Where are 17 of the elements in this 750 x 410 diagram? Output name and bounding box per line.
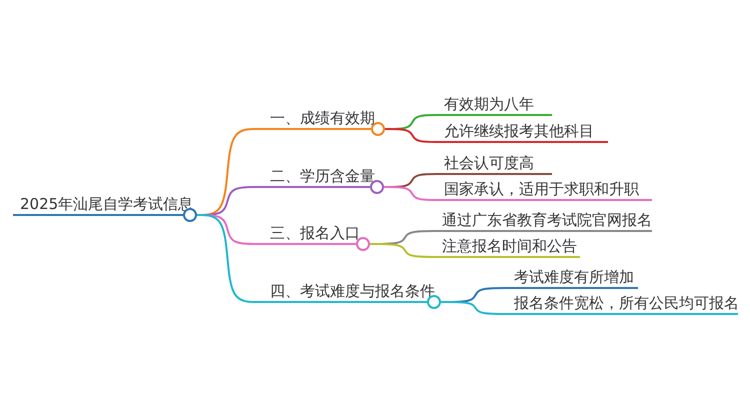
topic-label: 国家承认，适用于求职和升职 (444, 180, 639, 198)
topic-label: 四、考试难度与报名条件 (270, 282, 435, 300)
branch-line (370, 243, 440, 258)
topic-label: 考试难度有所增加 (514, 268, 634, 286)
topic-label: 注意报名时间和公告 (442, 237, 577, 255)
topic-label: 通过广东省教育考试院官网报名 (442, 211, 652, 229)
topic-label: 二、学历含金量 (270, 167, 375, 185)
topic-label: 允许继续报考其他科目 (444, 122, 594, 140)
branch-line (197, 214, 258, 303)
branch-line (384, 186, 440, 201)
topic-label: 有效期为八年 (444, 95, 534, 113)
topic-label: 一、成绩有效期 (270, 109, 375, 127)
branch-line (385, 128, 440, 143)
branch-line (441, 301, 510, 315)
topic-label: 三、报名入口 (270, 224, 360, 242)
topic-label: 报名条件宽松，所有公民均可报名 (514, 294, 739, 312)
topic-label: 社会认可度高 (444, 154, 534, 172)
